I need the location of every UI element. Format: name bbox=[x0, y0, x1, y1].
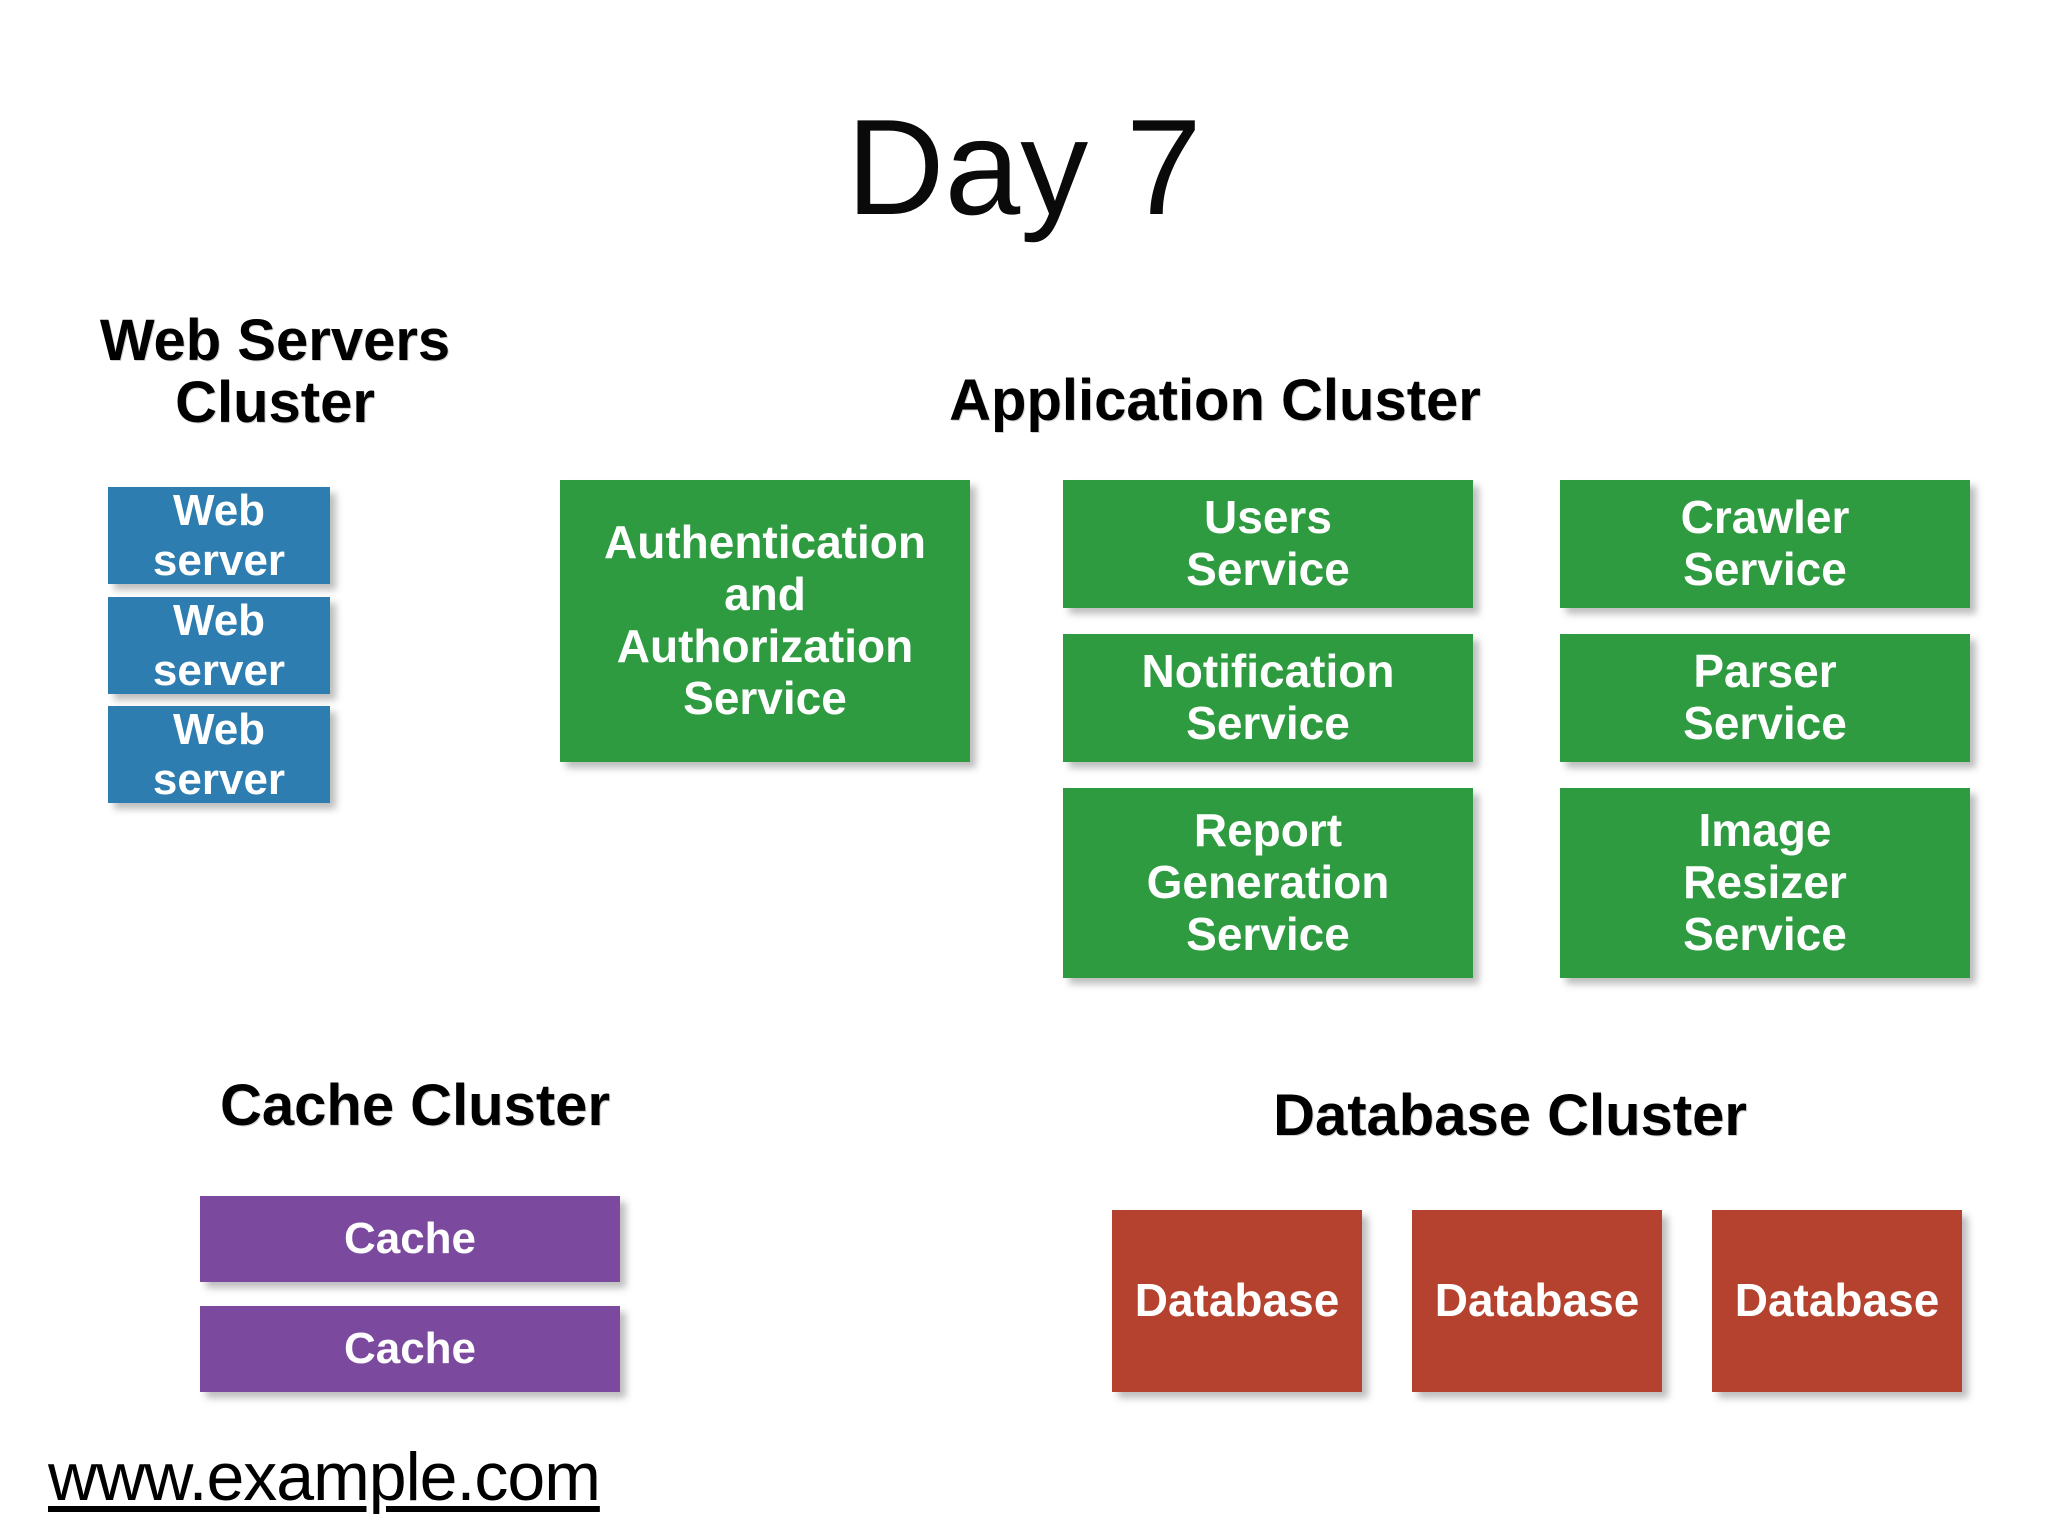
cluster-heading-web-servers: Web Servers Cluster bbox=[99, 308, 451, 436]
node-users-service[interactable]: Users Service bbox=[1063, 480, 1473, 608]
node-database-1[interactable]: Database bbox=[1112, 1210, 1362, 1392]
node-cache-1[interactable]: Cache bbox=[200, 1196, 620, 1282]
node-image-resizer-service[interactable]: Image Resizer Service bbox=[1560, 788, 1970, 978]
node-web-server-2[interactable]: Web server bbox=[108, 596, 330, 695]
node-parser-service[interactable]: Parser Service bbox=[1560, 634, 1970, 762]
node-notification-service[interactable]: Notification Service bbox=[1063, 634, 1473, 762]
node-report-generation-service[interactable]: Report Generation Service bbox=[1063, 788, 1473, 978]
cluster-heading-database: Database Cluster bbox=[1273, 1083, 1747, 1148]
node-authentication-authorization-service[interactable]: Authentication and Authorization Service bbox=[560, 480, 970, 762]
node-database-2[interactable]: Database bbox=[1412, 1210, 1662, 1392]
cluster-heading-cache: Cache Cluster bbox=[219, 1073, 611, 1138]
node-database-3[interactable]: Database bbox=[1712, 1210, 1962, 1392]
node-crawler-service[interactable]: Crawler Service bbox=[1560, 480, 1970, 608]
page-title: Day 7 bbox=[846, 91, 1202, 243]
node-web-server-1[interactable]: Web server bbox=[108, 486, 330, 585]
cluster-heading-application: Application Cluster bbox=[949, 368, 1481, 433]
node-cache-2[interactable]: Cache bbox=[200, 1306, 620, 1392]
node-web-server-3[interactable]: Web server bbox=[108, 705, 330, 804]
footer-url[interactable]: www.example.com bbox=[48, 1439, 601, 1515]
